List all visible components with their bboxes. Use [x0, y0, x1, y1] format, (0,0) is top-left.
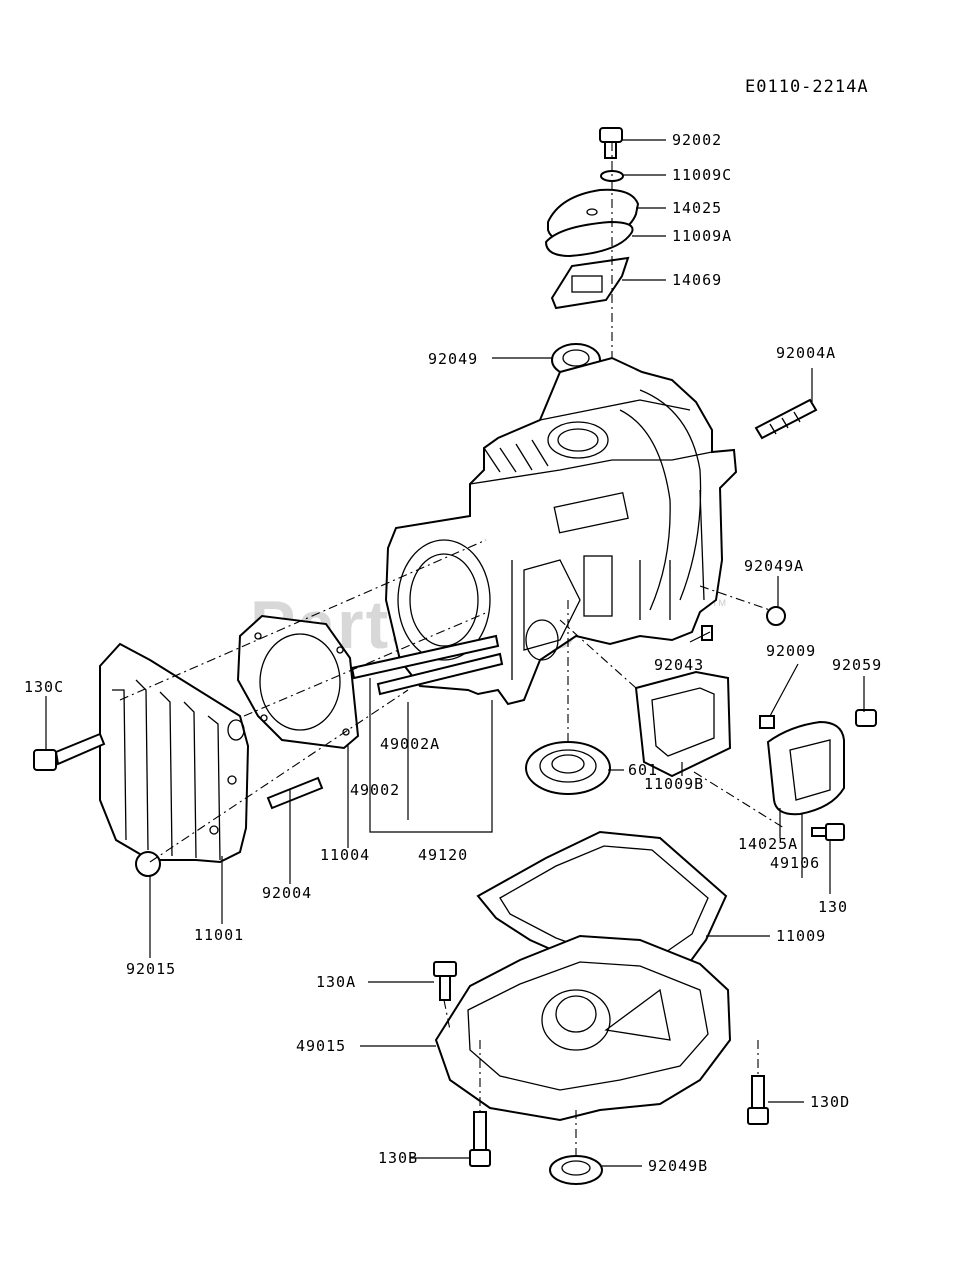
label-92049b[interactable]: 92049B — [648, 1157, 708, 1175]
label-130b[interactable]: 130B — [378, 1149, 418, 1167]
stud-92004[interactable] — [266, 776, 324, 810]
breather-plate-14069[interactable] — [550, 256, 630, 310]
label-130[interactable]: 130 — [818, 898, 848, 916]
label-92009[interactable]: 92009 — [766, 642, 816, 660]
gasket-11009b[interactable] — [634, 670, 732, 778]
label-92002[interactable]: 92002 — [672, 131, 722, 149]
label-130c[interactable]: 130C — [24, 678, 64, 696]
label-49106[interactable]: 49106 — [770, 854, 820, 872]
bolt-130a[interactable] — [433, 961, 457, 1001]
label-14025[interactable]: 14025 — [672, 199, 722, 217]
label-92015[interactable]: 92015 — [126, 960, 176, 978]
cap-92059[interactable] — [855, 709, 877, 727]
label-49002a[interactable]: 49002A — [380, 735, 440, 753]
label-92059[interactable]: 92059 — [832, 656, 882, 674]
label-11009c[interactable]: 11009C — [672, 166, 732, 184]
bolt-92009[interactable] — [759, 715, 775, 729]
watermark-trademark: TM — [712, 598, 727, 608]
oil-pan-49015[interactable] — [434, 934, 732, 1122]
breather-cover-14025a[interactable] — [766, 720, 845, 816]
label-11004[interactable]: 11004 — [320, 846, 370, 864]
label-92004a[interactable]: 92004A — [776, 344, 836, 362]
seal-92049a[interactable] — [766, 606, 786, 626]
push-rod-49002[interactable] — [376, 652, 504, 696]
bolt-130[interactable] — [811, 823, 845, 841]
label-92049a[interactable]: 92049A — [744, 557, 804, 575]
diagram-reference: E0110-2214A — [745, 77, 869, 97]
label-14069[interactable]: 14069 — [672, 271, 722, 289]
label-11009b[interactable]: 11009B — [644, 775, 704, 793]
dowel-92015[interactable] — [135, 851, 161, 877]
bolt-130d[interactable] — [747, 1075, 769, 1125]
label-92043[interactable]: 92043 — [654, 656, 704, 674]
label-11009a[interactable]: 11009A — [672, 227, 732, 245]
oil-seal-92049b[interactable] — [549, 1155, 603, 1185]
crankcase-block[interactable] — [384, 356, 738, 706]
label-49002[interactable]: 49002 — [350, 781, 400, 799]
label-11001[interactable]: 11001 — [194, 926, 244, 944]
push-rod-49002a[interactable] — [350, 634, 500, 680]
bolt-130c[interactable] — [33, 732, 106, 771]
label-130a[interactable]: 130A — [316, 973, 356, 991]
label-11009[interactable]: 11009 — [776, 927, 826, 945]
label-92049[interactable]: 92049 — [428, 350, 478, 368]
label-601[interactable]: 601 — [628, 761, 658, 779]
bolt-130b[interactable] — [469, 1111, 491, 1167]
gasket-11009a[interactable] — [544, 220, 634, 258]
label-49015[interactable]: 49015 — [296, 1037, 346, 1055]
stud-92004a[interactable] — [754, 398, 818, 440]
label-130d[interactable]: 130D — [810, 1093, 850, 1111]
breather-bolt-92002[interactable] — [599, 127, 623, 159]
label-92004[interactable]: 92004 — [262, 884, 312, 902]
head-gasket-11004[interactable] — [236, 614, 360, 750]
label-49120[interactable]: 49120 — [418, 846, 468, 864]
ball-bearing-601[interactable] — [525, 741, 611, 795]
label-14025a[interactable]: 14025A — [738, 835, 798, 853]
cylinder-head-11001[interactable] — [99, 642, 250, 864]
